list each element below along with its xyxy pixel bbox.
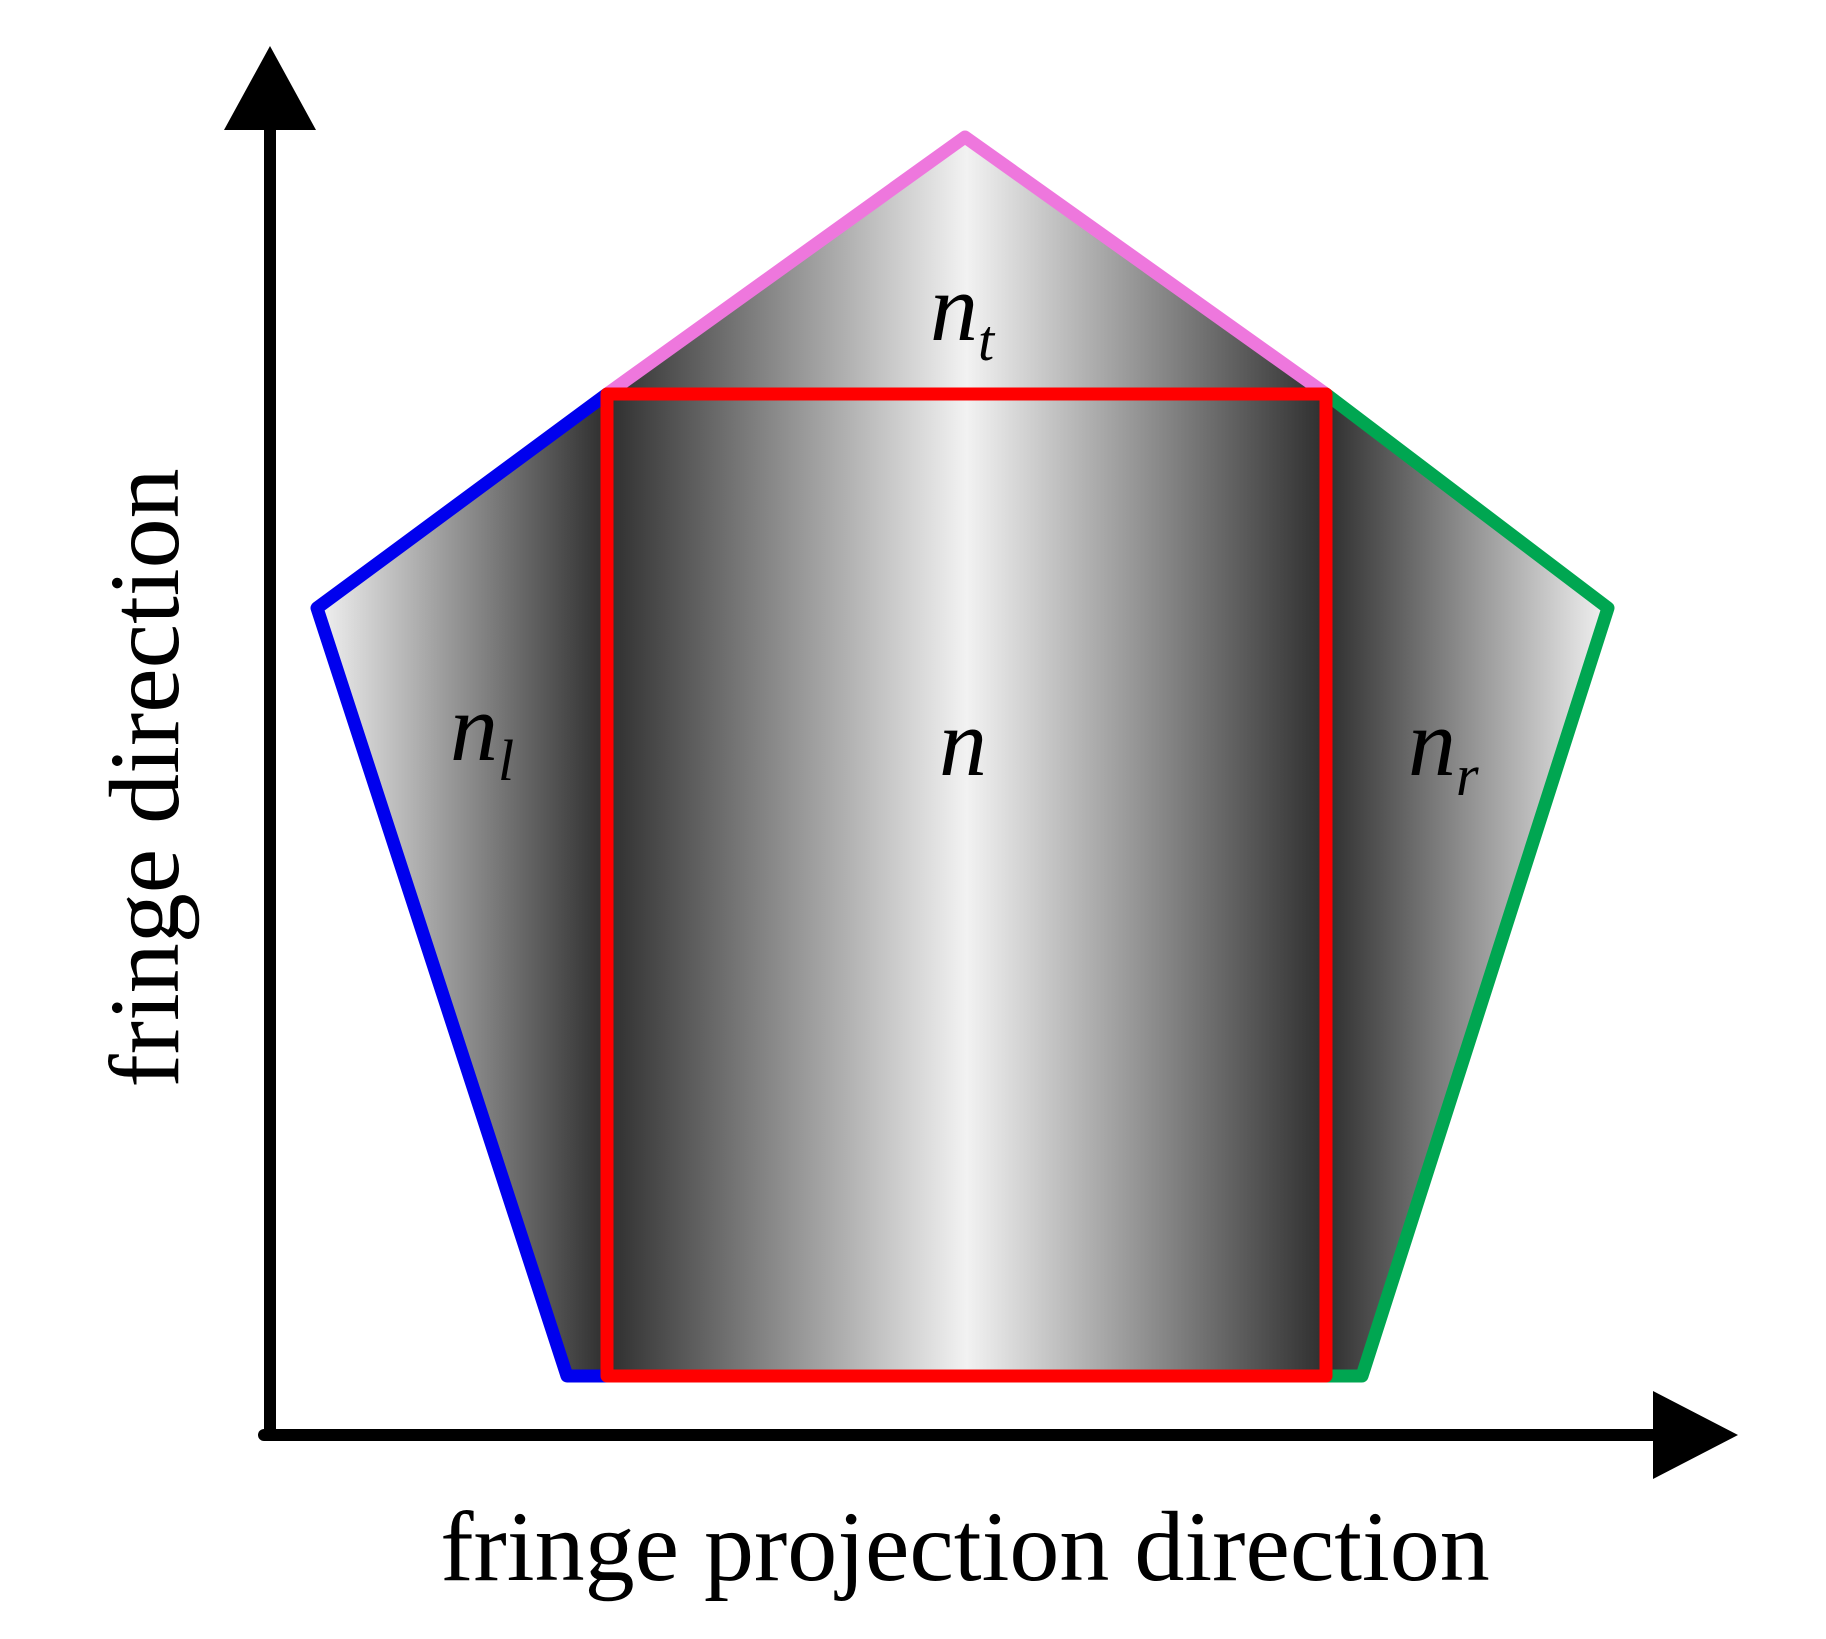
- label-top-region: nt: [930, 254, 996, 373]
- left-region-border: [310, 387, 614, 1383]
- center-region-border: [600, 387, 1333, 1383]
- region-borders: [310, 130, 1615, 1383]
- label-left-region: nl: [450, 674, 514, 793]
- axes: [224, 46, 1738, 1479]
- label-right-region: nr: [1408, 689, 1479, 808]
- right-region-border: [1319, 387, 1615, 1383]
- y-axis-label: fringe direction: [89, 468, 200, 1087]
- y-axis-arrow-icon: [224, 46, 316, 130]
- x-axis-label: fringe projection direction: [440, 1491, 1490, 1602]
- fringe-center-band: [607, 137, 1326, 1376]
- x-axis-arrow-icon: [1653, 1391, 1738, 1479]
- label-center-region: n: [939, 689, 987, 796]
- top-region-border: [600, 130, 1333, 401]
